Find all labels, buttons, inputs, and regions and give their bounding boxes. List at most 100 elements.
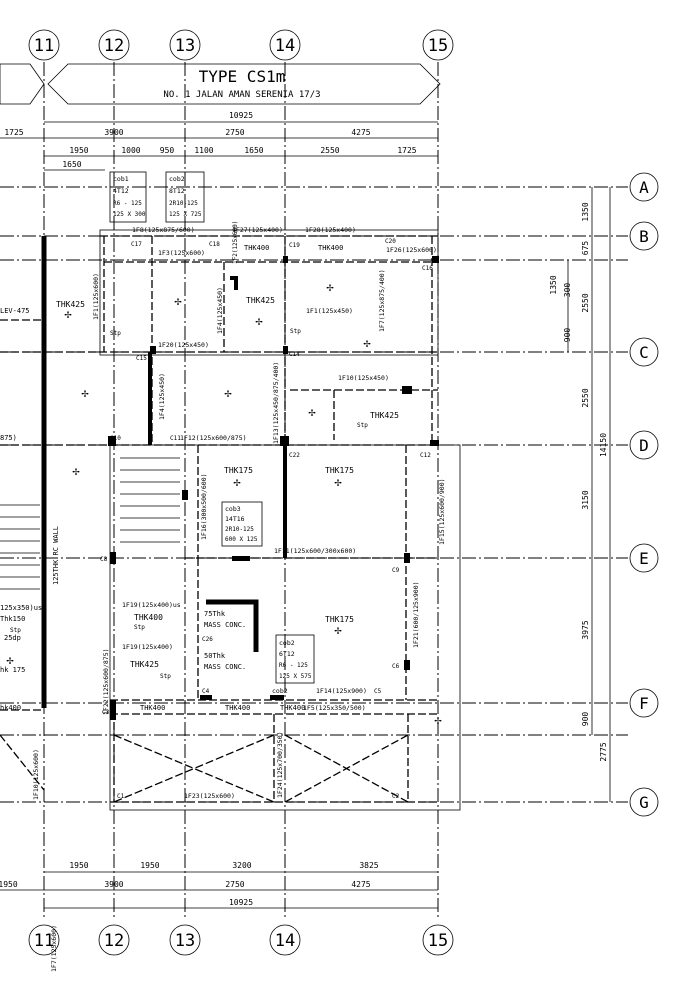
svg-text:C9: C9 [392, 567, 400, 574]
span-markers: ✢ ✢ ✢ ✢ ✢ ✢ ✢ ✢ ✢ ✢ ✢ ✢ ✢ ✢ [6, 280, 442, 727]
svg-text:125THK RC WALL: 125THK RC WALL [52, 526, 60, 585]
svg-text:THK425: THK425 [56, 300, 85, 309]
step-labels: Stp Stp Stp Stp Stp Stp [10, 328, 368, 680]
dim-top-r3-6: 1725 [397, 146, 416, 155]
svg-text:3975: 3975 [581, 620, 590, 639]
svg-text:14: 14 [275, 36, 295, 56]
svg-text:✢: ✢ [233, 475, 241, 489]
svg-text:C17: C17 [131, 241, 142, 248]
svg-text:✢: ✢ [6, 653, 14, 667]
svg-text:1350: 1350 [581, 202, 590, 221]
columns [108, 256, 439, 720]
subtitle-text: NO. 1 JALAN AMAN SERENIA 17/3 [163, 90, 320, 100]
svg-text:1F27(125x400): 1F27(125x400) [232, 226, 283, 234]
svg-text:300: 300 [563, 283, 572, 298]
cob-box-4: cob2 6T12 R6 - 125 125 X 575 [275, 634, 315, 684]
grid-bubble-D [629, 430, 659, 460]
svg-text:11: 11 [34, 36, 54, 56]
grid-bubble-A [629, 172, 659, 202]
left-partial-labels: LEV-475 875) 125THK RC WALL 125x350)us T… [0, 307, 60, 712]
svg-text:THK175: THK175 [325, 615, 354, 624]
svg-text:1F12(125x600/875): 1F12(125x600/875) [180, 434, 247, 442]
svg-text:1F7(125x875/400): 1F7(125x875/400) [378, 269, 386, 332]
svg-text:8T12: 8T12 [169, 187, 185, 195]
svg-text:11: 11 [34, 931, 54, 951]
cob-box-1: cob1 4T12 R6 - 125 125 X 300 [109, 171, 147, 223]
svg-text:1F15(125x600/900): 1F15(125x600/900) [438, 478, 446, 545]
dim-top-r2-1: 3900 [104, 128, 123, 137]
dim-bot-r1-2: 3200 [232, 861, 251, 870]
dim-bot-r2-1: 3900 [104, 880, 123, 889]
svg-text:hk 175: hk 175 [0, 666, 25, 674]
svg-text:✢: ✢ [308, 405, 316, 419]
svg-text:1F26(125x600): 1F26(125x600) [386, 246, 437, 254]
dim-top-r3-4: 1650 [244, 146, 263, 155]
svg-text:THK175: THK175 [325, 466, 354, 475]
svg-text:1F14(125x900): 1F14(125x900) [316, 687, 367, 695]
svg-text:✢: ✢ [363, 336, 371, 350]
svg-text:THK425: THK425 [130, 660, 159, 669]
svg-text:THK400: THK400 [280, 704, 305, 712]
svg-text:1F23(125x600): 1F23(125x600) [184, 792, 235, 800]
svg-text:R6 - 125: R6 - 125 [113, 200, 142, 207]
svg-text:1F7(125x600): 1F7(125x600) [50, 925, 58, 972]
dim-bot-r2-0: 1950 [0, 880, 18, 889]
svg-text:THK400: THK400 [318, 244, 343, 252]
svg-text:C20: C20 [385, 238, 396, 245]
title-text: TYPE CS1m [199, 67, 286, 86]
svg-text:✢: ✢ [64, 307, 72, 321]
svg-text:THK175: THK175 [224, 466, 253, 475]
grid-bubbles-top: 11 12 13 14 15 [28, 29, 454, 61]
stair-lines [0, 457, 180, 590]
dim-top-r3-5: 2550 [320, 146, 339, 155]
dim-top-r3-1: 1000 [121, 146, 140, 155]
svg-text:1F21(600/125x900): 1F21(600/125x900) [412, 581, 420, 648]
svg-text:1F28(125x400): 1F28(125x400) [305, 226, 356, 234]
svg-text:G: G [639, 793, 649, 812]
svg-text:2550: 2550 [581, 293, 590, 312]
svg-text:cob2: cob2 [279, 639, 295, 647]
svg-text:2R10-125: 2R10-125 [225, 526, 254, 533]
svg-text:1F11(125x600/300x600): 1F11(125x600/300x600) [274, 547, 356, 555]
svg-text:✢: ✢ [81, 386, 89, 400]
svg-text:1F24(125x700/350): 1F24(125x700/350) [276, 731, 284, 798]
svg-text:1F3(125x600): 1F3(125x600) [158, 249, 205, 257]
svg-text:14T16: 14T16 [225, 515, 245, 523]
svg-text:2R10-125: 2R10-125 [169, 200, 198, 207]
svg-text:C12: C12 [420, 452, 431, 459]
dim-bot-r2-2: 2750 [225, 880, 244, 889]
svg-text:Stp: Stp [290, 328, 301, 335]
svg-text:1F10(125x450): 1F10(125x450) [338, 374, 389, 382]
svg-text:125x350)us: 125x350)us [0, 604, 42, 612]
dim-top-r2-2: 2750 [225, 128, 244, 137]
slab-labels: THK425 THK425 THK400 THK400 THK425 THK17… [56, 244, 399, 712]
svg-text:12: 12 [104, 36, 124, 56]
svg-text:THK400: THK400 [140, 704, 165, 712]
svg-text:MASS CONC.: MASS CONC. [204, 621, 246, 629]
svg-text:C: C [639, 343, 649, 362]
dim-top-r3-3: 1100 [194, 146, 213, 155]
svg-text:C19: C19 [289, 242, 300, 249]
svg-text:C5: C5 [374, 688, 382, 695]
dim-bot-r2-3: 4275 [351, 880, 370, 889]
svg-text:C16: C16 [422, 265, 433, 272]
svg-text:THK400: THK400 [244, 244, 269, 252]
svg-text:900: 900 [563, 328, 572, 343]
svg-text:1F5(125x350/500): 1F5(125x350/500) [303, 704, 366, 712]
svg-text:1F1(125x600): 1F1(125x600) [92, 273, 100, 320]
svg-text:1F20(125x450): 1F20(125x450) [158, 341, 209, 349]
grid-bubble-14-bottom [269, 924, 301, 956]
svg-text:1F22(125x600/875): 1F22(125x600/875) [102, 648, 110, 715]
grid-bubble-C [629, 337, 659, 367]
svg-text:14150: 14150 [599, 433, 608, 457]
svg-text:THK400: THK400 [134, 613, 163, 622]
svg-text:Stp: Stp [160, 673, 171, 680]
svg-text:R6 - 125: R6 - 125 [279, 662, 308, 669]
grid-bubble-12-bottom [98, 924, 130, 956]
svg-text:cob2: cob2 [169, 175, 185, 183]
grid-bubble-14-top [269, 29, 301, 61]
svg-text:C26: C26 [202, 636, 213, 643]
svg-text:C8: C8 [100, 556, 108, 563]
grid-bubble-12-top [98, 29, 130, 61]
